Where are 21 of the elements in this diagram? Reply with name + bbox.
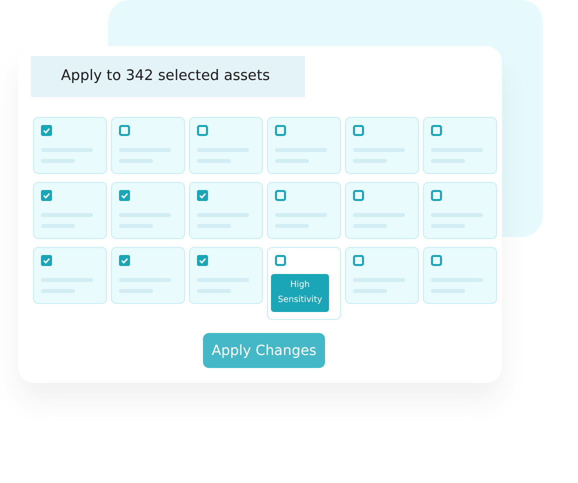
asset-card (267, 117, 341, 174)
asset-card (345, 182, 419, 239)
asset-card (111, 117, 185, 174)
asset-card (111, 182, 185, 239)
asset-card (423, 117, 497, 174)
apply-button: Apply Changes (203, 333, 325, 368)
asset-card (267, 182, 341, 239)
asset-card (189, 117, 263, 174)
sensitivity-tag: High Sensitivity (271, 274, 329, 312)
asset-card (33, 247, 107, 304)
asset-card (189, 247, 263, 304)
asset-card (345, 247, 419, 304)
asset-card (33, 117, 107, 174)
header-banner: Apply to 342 selected assets (31, 56, 305, 97)
asset-card (267, 247, 341, 320)
asset-card (423, 247, 497, 304)
asset-card (423, 182, 497, 239)
asset-card (345, 117, 419, 174)
asset-card (189, 182, 263, 239)
asset-card (33, 182, 107, 239)
asset-card (111, 247, 185, 304)
